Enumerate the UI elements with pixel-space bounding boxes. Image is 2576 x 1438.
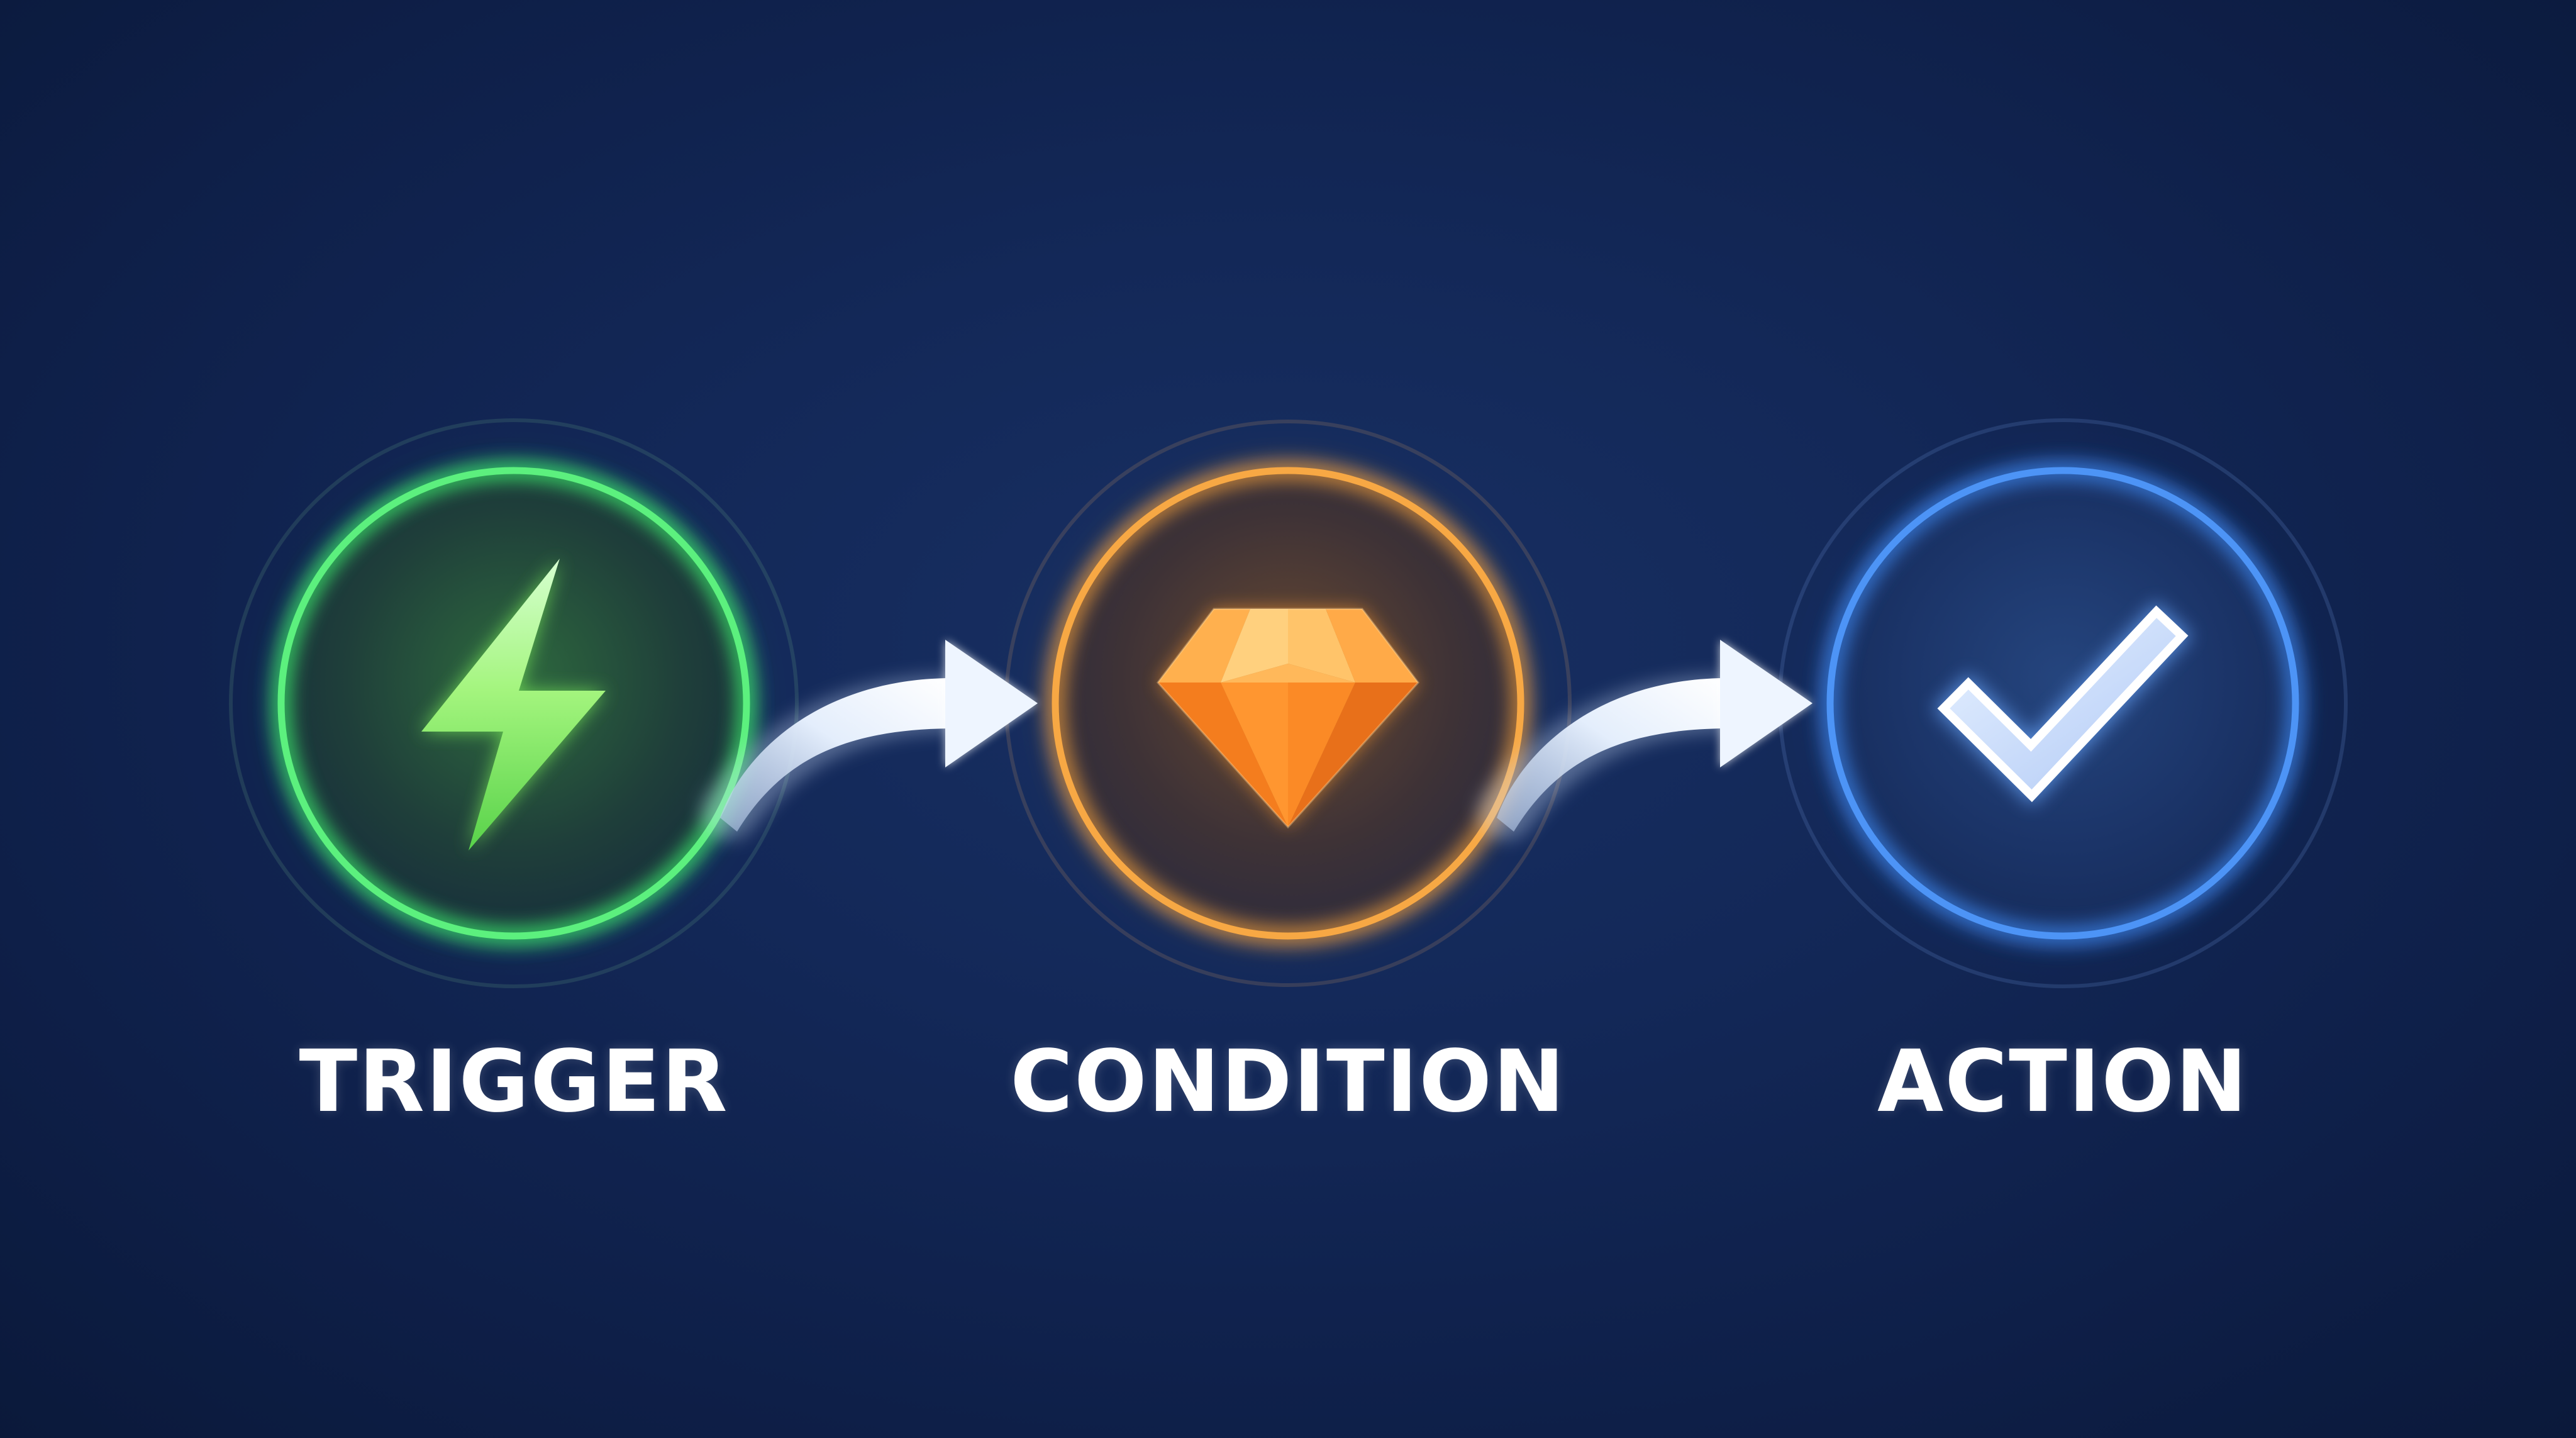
action-node xyxy=(1778,418,2348,988)
trigger-ring xyxy=(277,467,750,940)
checkmark-icon xyxy=(1933,601,2193,807)
condition-node xyxy=(1004,420,1572,987)
action-label: ACTION xyxy=(1877,1032,2248,1132)
trigger-label: TRIGGER xyxy=(299,1032,729,1132)
lightning-bolt-icon xyxy=(421,559,606,850)
trigger-node xyxy=(229,418,799,988)
action-ring xyxy=(1826,467,2299,940)
arrow-condition-to-action xyxy=(1478,640,1813,840)
trigger-outer-ring xyxy=(229,418,799,988)
diamond-icon xyxy=(1157,608,1419,829)
condition-label: CONDITION xyxy=(1010,1032,1566,1132)
condition-ring xyxy=(1052,467,1524,940)
arrow-trigger-to-condition xyxy=(701,640,1038,840)
